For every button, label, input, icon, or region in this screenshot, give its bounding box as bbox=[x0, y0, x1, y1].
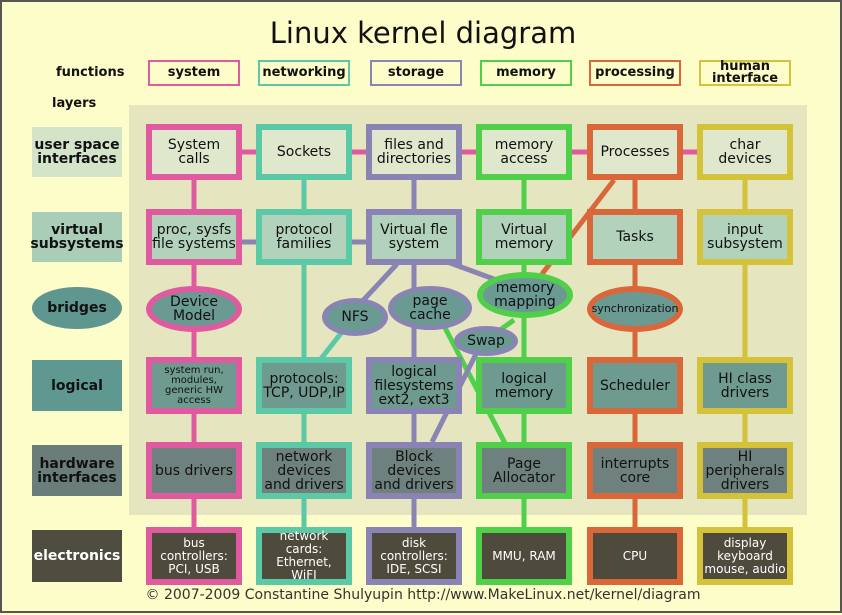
layer-bridges: bridges bbox=[32, 287, 122, 329]
layers-label: layers bbox=[52, 96, 97, 111]
logical-memory-box[interactable]: logical memory bbox=[476, 357, 572, 414]
electronics-networking-box[interactable]: network cards: Ethernet, WiFI bbox=[256, 527, 352, 585]
function-memory: memory bbox=[480, 60, 572, 86]
layer-logical: logical bbox=[32, 360, 122, 411]
logical-human-interface-box[interactable]: HI class drivers bbox=[697, 357, 793, 414]
bridge-synchronization[interactable]: synchronization bbox=[587, 286, 683, 332]
connector bbox=[318, 330, 344, 362]
function-networking: networking bbox=[258, 60, 350, 86]
bridge-device-model[interactable]: Device Model bbox=[146, 286, 242, 332]
virtual-storage-box[interactable]: Virtual fle system bbox=[366, 209, 462, 265]
connector bbox=[439, 320, 510, 449]
user-processing-box[interactable]: Processes bbox=[587, 124, 683, 180]
virtual-system-box[interactable]: proc, sysfs file systems bbox=[146, 209, 242, 265]
function-storage: storage bbox=[370, 60, 462, 86]
electronics-storage-box[interactable]: disk controllers: IDE, SCSI bbox=[366, 527, 462, 585]
hardware-human-interface-box[interactable]: HI peripherals drivers bbox=[697, 442, 793, 499]
hardware-processing-box[interactable]: interrupts core bbox=[587, 442, 683, 499]
electronics-human-interface-box[interactable]: display keyboard mouse, audio bbox=[697, 527, 793, 585]
function-system: system bbox=[148, 60, 240, 86]
hardware-memory-box[interactable]: Page Allocator bbox=[476, 442, 572, 499]
diagram-title: Linux kernel diagram bbox=[269, 16, 577, 50]
bridge-nfs[interactable]: NFS bbox=[322, 298, 388, 336]
logical-system-box[interactable]: system run, modules, generic HW access bbox=[146, 357, 242, 414]
user-storage-box[interactable]: files and directories bbox=[366, 124, 462, 180]
user-networking-box[interactable]: Sockets bbox=[256, 124, 352, 180]
user-human-interface-box[interactable]: char devices bbox=[697, 124, 793, 180]
user-memory-box[interactable]: memory access bbox=[476, 124, 572, 180]
virtual-memory-box[interactable]: Virtual memory bbox=[476, 209, 572, 265]
electronics-memory-box[interactable]: MMU, RAM bbox=[476, 527, 572, 585]
virtual-networking-box[interactable]: protocol families bbox=[256, 209, 352, 265]
layer-electronics: electronics bbox=[32, 530, 122, 582]
electronics-processing-box[interactable]: CPU bbox=[587, 527, 683, 585]
hardware-storage-box[interactable]: Block devices and drivers bbox=[366, 442, 462, 499]
function-processing: processing bbox=[589, 60, 681, 86]
logical-processing-box[interactable]: Scheduler bbox=[587, 357, 683, 414]
logical-storage-box[interactable]: logical filesystems ext2, ext3 bbox=[366, 357, 462, 414]
bridge-page-cache[interactable]: page cache bbox=[388, 286, 472, 330]
virtual-human-interface-box[interactable]: input subsystem bbox=[697, 209, 793, 265]
bridge-memory-mapping[interactable]: memory mapping bbox=[477, 272, 573, 318]
hardware-system-box[interactable]: bus drivers bbox=[146, 442, 242, 499]
logical-networking-box[interactable]: protocols: TCP, UDP,IP bbox=[256, 357, 352, 414]
user-system-box[interactable]: System calls bbox=[146, 124, 242, 180]
bridge-swap[interactable]: Swap bbox=[454, 326, 518, 356]
functions-label: functions bbox=[56, 65, 125, 80]
copyright: © 2007-2009 Constantine Shulyupin http:/… bbox=[145, 587, 701, 603]
layer-hardware-interfaces: hardware interfaces bbox=[32, 445, 122, 496]
function-human-interface: human interface bbox=[699, 60, 791, 86]
layer-user-space-interfaces: user space interfaces bbox=[32, 127, 122, 177]
hardware-networking-box[interactable]: network devices and drivers bbox=[256, 442, 352, 499]
electronics-system-box[interactable]: bus controllers: PCI, USB bbox=[146, 527, 242, 585]
virtual-processing-box[interactable]: Tasks bbox=[587, 209, 683, 265]
layer-virtual-subsystems: virtual subsystems bbox=[30, 212, 124, 262]
